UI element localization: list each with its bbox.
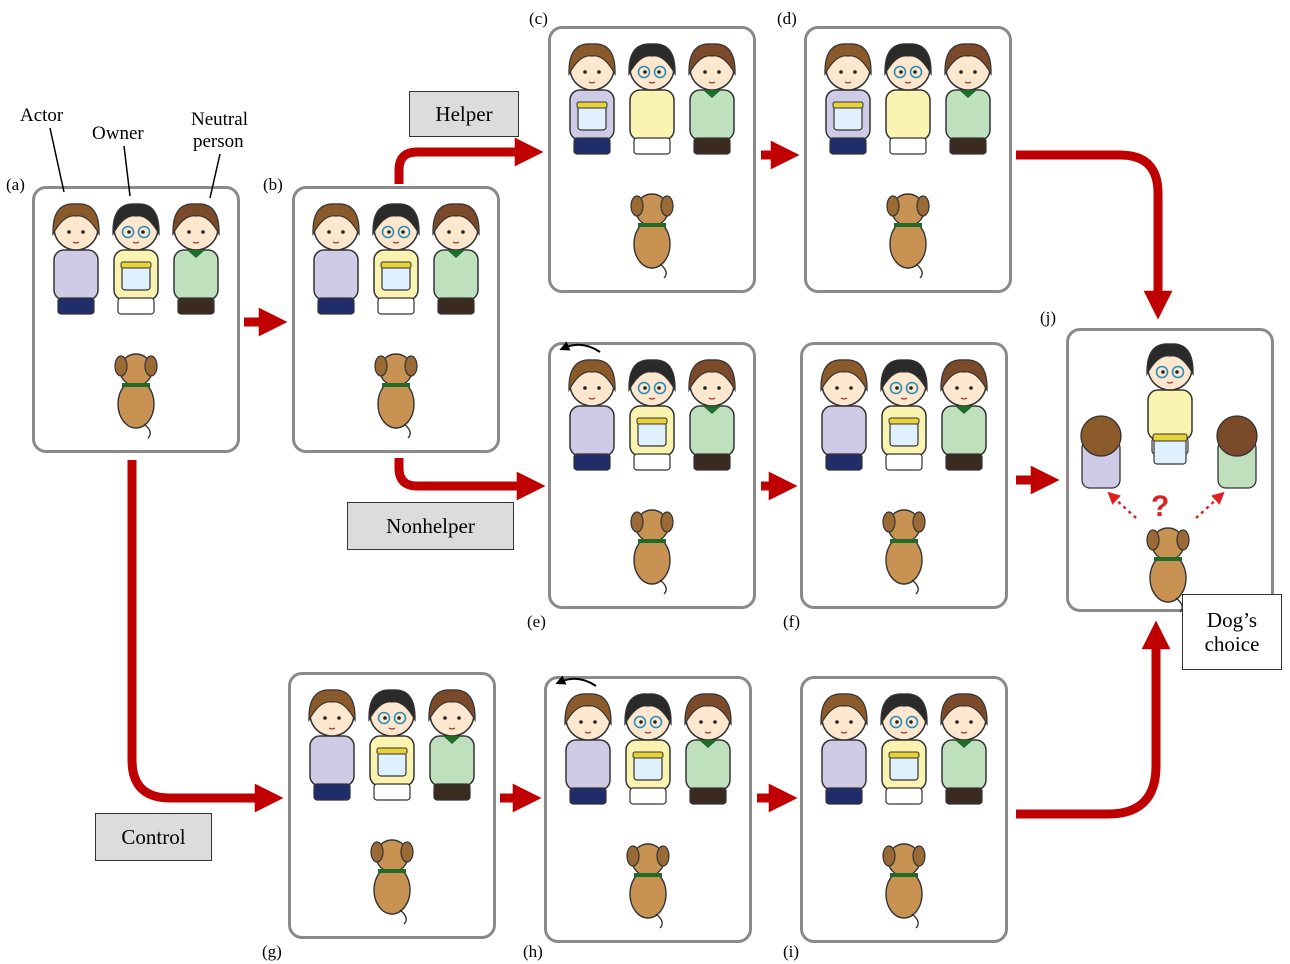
choice-arrow-left <box>1107 491 1137 519</box>
panel-g-figures <box>308 689 476 925</box>
neutral-person-figure <box>688 359 736 471</box>
actor-label: Actor <box>20 105 64 126</box>
neutral-head-top <box>1216 415 1258 457</box>
arrow-i-to-j <box>1016 620 1171 819</box>
panel-label-a: (a) <box>6 175 25 194</box>
dog-figure <box>626 843 670 929</box>
actor-figure <box>820 359 868 471</box>
panel-f-figures <box>820 359 988 595</box>
dogs-choice-line1: Dog’s <box>1206 607 1258 632</box>
panel-h-figures <box>555 675 732 929</box>
dog-figure <box>374 353 418 439</box>
turn-away-arrow <box>555 675 597 687</box>
turn-away-arrow <box>559 341 601 353</box>
panel-label-j: (j) <box>1040 308 1057 327</box>
neutral-person-figure <box>432 203 480 315</box>
question-mark: ? <box>1151 490 1170 523</box>
panel-label-g: (g) <box>262 942 282 961</box>
arrow-d-to-j <box>1016 150 1173 320</box>
owner-figure <box>880 693 928 805</box>
actor-figure <box>308 689 356 801</box>
panel-label-b: (b) <box>263 175 283 194</box>
helper-tag: Helper <box>409 91 519 137</box>
neutral-person-figure <box>940 693 988 805</box>
dog-figure <box>370 839 414 925</box>
panel-label-f: (f) <box>783 612 800 631</box>
owner-label: Owner <box>92 123 144 144</box>
neutral-leader-line <box>209 153 221 199</box>
dog-figure <box>882 843 926 929</box>
neutral-person-figure <box>688 43 736 155</box>
actor-figure <box>824 43 872 155</box>
actor-figure <box>564 693 612 805</box>
actor-figure <box>568 359 616 471</box>
dogs-choice-line2: choice <box>1204 632 1260 656</box>
panel-b-figures <box>312 203 480 439</box>
arrow-b-to-e <box>394 458 546 501</box>
panel-label-d: (d) <box>777 9 797 28</box>
dog-figure <box>886 193 930 279</box>
panel-label-e: (e) <box>527 612 546 631</box>
container-lid <box>1152 433 1188 442</box>
neutral-person-figure <box>944 43 992 155</box>
owner-figure <box>628 43 676 155</box>
owner-figure <box>368 689 416 801</box>
dog-figure <box>630 193 674 279</box>
dogs-choice-box: Dog’s choice <box>1182 594 1282 670</box>
dog-figure <box>630 509 674 595</box>
panel-label-c: (c) <box>529 9 548 28</box>
neutral-person-figure <box>940 359 988 471</box>
owner-figure <box>880 359 928 471</box>
panel-e-figures <box>559 341 736 595</box>
panel-d-figures <box>824 43 992 279</box>
actor-figure <box>568 43 616 155</box>
arrow-a-to-g <box>127 460 284 813</box>
neutral-person-figure <box>428 689 476 801</box>
panel-i-figures <box>820 693 988 929</box>
food-container <box>1153 437 1187 465</box>
owner-figure <box>624 693 672 805</box>
neutral-label-line1: Neutral <box>191 109 248 130</box>
owner-figure <box>884 43 932 155</box>
panel-a-figures <box>52 203 220 439</box>
panel-label-i: (i) <box>783 942 800 961</box>
neutral-label-line2: person <box>193 131 244 152</box>
actor-leader-line <box>49 127 65 193</box>
panel-j-figures <box>1080 343 1258 613</box>
nonhelper-tag: Nonhelper <box>347 502 514 550</box>
panel-label-h: (h) <box>523 942 543 961</box>
dog-figure <box>1146 527 1190 613</box>
owner-figure <box>112 203 160 315</box>
actor-figure <box>312 203 360 315</box>
actor-figure <box>820 693 868 805</box>
choice-arrow-right <box>1195 491 1225 519</box>
neutral-person-figure <box>684 693 732 805</box>
neutral-person-figure <box>172 203 220 315</box>
arrow-b-to-c <box>394 137 544 184</box>
owner-figure <box>372 203 420 315</box>
actor-figure <box>52 203 100 315</box>
owner-figure <box>628 359 676 471</box>
dog-figure <box>114 353 158 439</box>
control-tag: Control <box>95 813 212 861</box>
actor-head-top <box>1080 415 1122 457</box>
owner-leader-line <box>123 145 131 197</box>
panel-c-figures <box>568 43 736 279</box>
dog-figure <box>882 509 926 595</box>
